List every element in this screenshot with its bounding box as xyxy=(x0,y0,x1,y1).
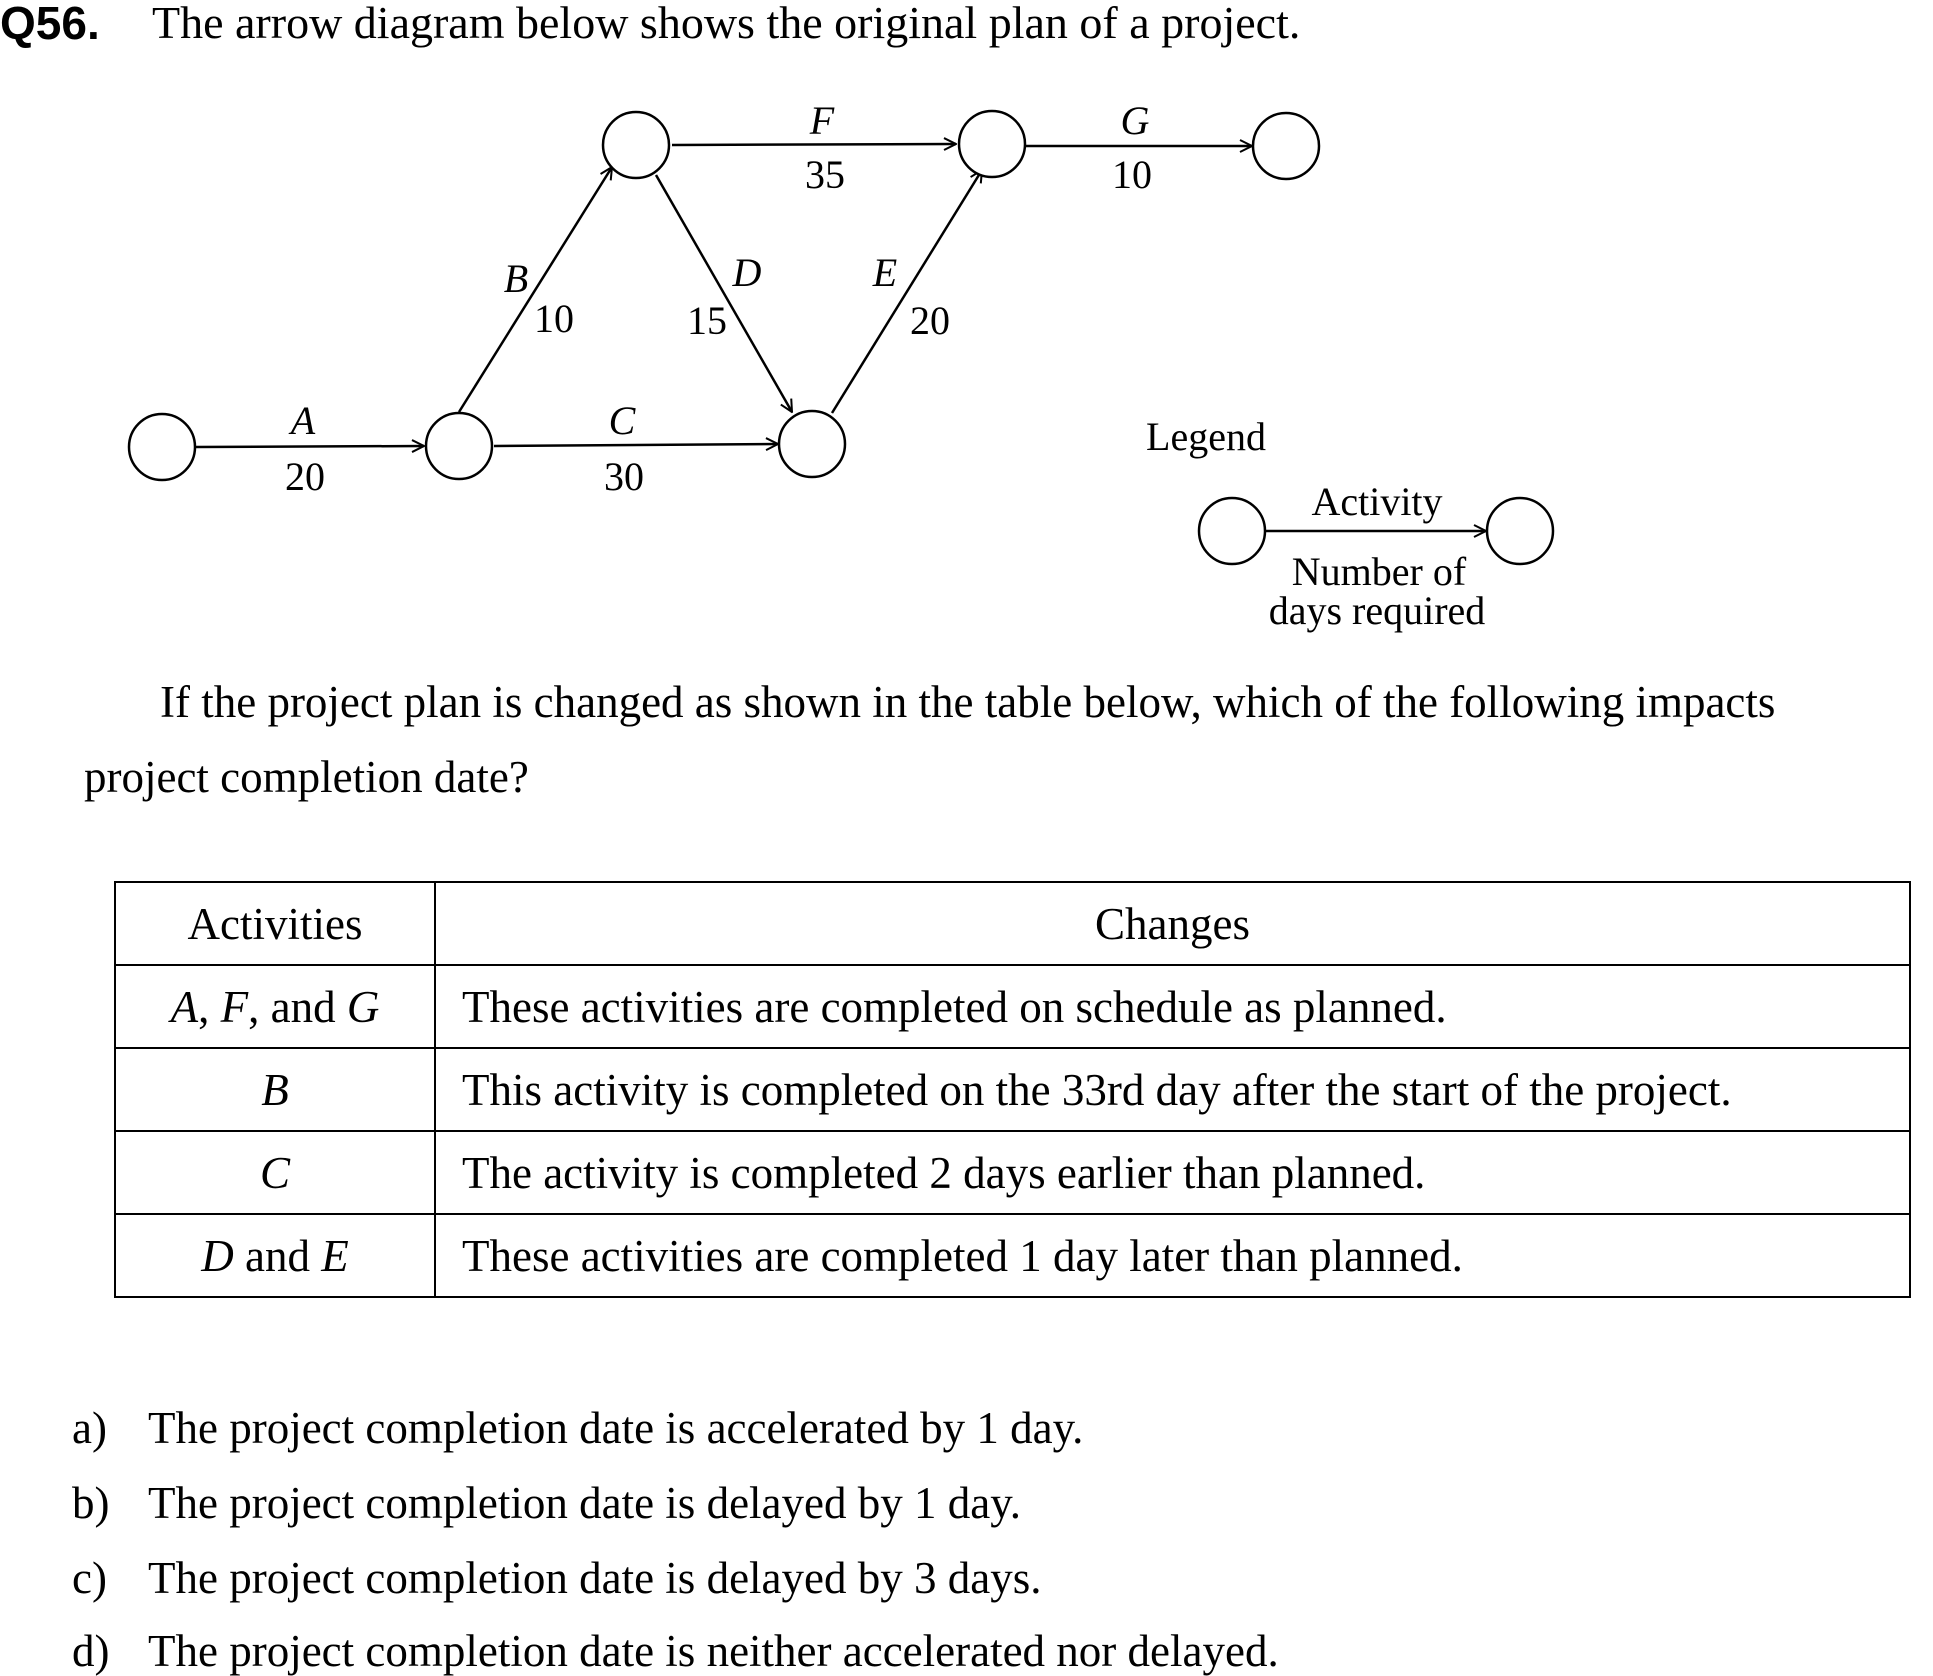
activity-name: F xyxy=(220,981,249,1032)
arrow-f xyxy=(671,144,956,145)
table-row: C The activity is completed 2 days earli… xyxy=(114,1130,1911,1215)
option-text: The project completion date is neither a… xyxy=(148,1626,1279,1676)
node-1 xyxy=(127,412,197,482)
row-activities: D and E xyxy=(114,1213,436,1298)
arrow-d xyxy=(654,174,792,412)
activity-days-g: 10 xyxy=(1112,152,1152,197)
node-6 xyxy=(1251,111,1321,181)
arrow-diagram: A 20 B 10 C 30 D 15 E 20 F 35 G 10 Legen… xyxy=(127,98,1555,633)
activity-label-g: G xyxy=(1121,98,1150,143)
activity-days-d: 15 xyxy=(687,298,727,343)
table-row: A, F, and G These activities are complet… xyxy=(114,964,1911,1049)
option-d[interactable]: d) The project completion date is neither… xyxy=(72,1629,1279,1674)
option-letter: c) xyxy=(72,1553,107,1603)
legend-node-start xyxy=(1197,496,1267,566)
row-activities: B xyxy=(114,1047,436,1132)
legend-title: Legend xyxy=(1146,414,1266,459)
activity-separator: and xyxy=(233,1230,322,1281)
prompt-line-1: If the project plan is changed as shown … xyxy=(160,677,1776,727)
activity-days-e: 20 xyxy=(910,298,950,343)
activity-separator: , and xyxy=(248,981,347,1032)
option-text: The project completion date is delayed b… xyxy=(148,1553,1042,1603)
changes-table: Activities Changes A, F, and G These act… xyxy=(114,881,1911,1298)
node-5 xyxy=(957,109,1027,179)
node-3 xyxy=(601,110,671,180)
arrow-a xyxy=(195,446,424,447)
prompt-line-2: project completion date? xyxy=(84,752,529,802)
option-letter: d) xyxy=(72,1626,110,1676)
activity-label-a: A xyxy=(288,398,316,443)
activity-label-b: B xyxy=(504,256,528,301)
option-a[interactable]: a) The project completion date is acceler… xyxy=(72,1406,1083,1451)
activity-days-f: 35 xyxy=(805,152,845,197)
option-text: The project completion date is delayed b… xyxy=(148,1478,1022,1528)
question-number: Q56. xyxy=(0,0,100,49)
table-row: D and E These activities are completed 1… xyxy=(114,1213,1911,1298)
activity-name: D xyxy=(201,1230,234,1281)
activity-label-c: C xyxy=(609,398,637,443)
row-activities: A, F, and G xyxy=(114,964,436,1049)
activity-days-b: 10 xyxy=(534,296,574,341)
row-change: These activities are completed on schedu… xyxy=(434,964,1911,1049)
header-changes: Changes xyxy=(434,881,1911,966)
legend-activity-label: Activity xyxy=(1311,479,1442,524)
row-activities: C xyxy=(114,1130,436,1215)
activity-days-c: 30 xyxy=(604,454,644,499)
activity-name: G xyxy=(346,981,380,1032)
row-change: This activity is completed on the 33rd d… xyxy=(434,1047,1911,1132)
activity-days-a: 20 xyxy=(285,454,325,499)
activity-name: E xyxy=(321,1230,349,1281)
question-text: The arrow diagram below shows the origin… xyxy=(152,0,1301,48)
legend-days-label-line2: days required xyxy=(1269,588,1486,633)
header-activities: Activities xyxy=(114,881,436,966)
option-letter: a) xyxy=(72,1403,107,1453)
legend-node-end xyxy=(1485,496,1555,566)
arrow-e xyxy=(830,170,982,414)
legend-days-label-line1: Number of xyxy=(1292,549,1467,594)
table-header-row: Activities Changes xyxy=(114,881,1911,966)
arrow-c xyxy=(493,444,778,446)
activity-name: B xyxy=(261,1064,289,1115)
activity-label-f: F xyxy=(809,98,835,143)
option-b[interactable]: b) The project completion date is delayed… xyxy=(72,1481,1021,1526)
row-change: The activity is completed 2 days earlier… xyxy=(434,1130,1911,1215)
option-letter: b) xyxy=(72,1478,110,1528)
option-c[interactable]: c) The project completion date is delayed… xyxy=(72,1556,1041,1601)
activity-name: A xyxy=(170,981,199,1032)
activity-separator: , xyxy=(198,981,221,1032)
activity-name: C xyxy=(259,1147,290,1198)
node-2 xyxy=(424,411,494,481)
option-text: The project completion date is accelerat… xyxy=(148,1403,1084,1453)
activity-label-e: E xyxy=(872,250,897,295)
arrow-b xyxy=(457,167,612,413)
row-change: These activities are completed 1 day lat… xyxy=(434,1213,1911,1298)
table-row: B This activity is completed on the 33rd… xyxy=(114,1047,1911,1132)
node-4 xyxy=(777,409,847,479)
activity-label-d: D xyxy=(732,250,762,295)
